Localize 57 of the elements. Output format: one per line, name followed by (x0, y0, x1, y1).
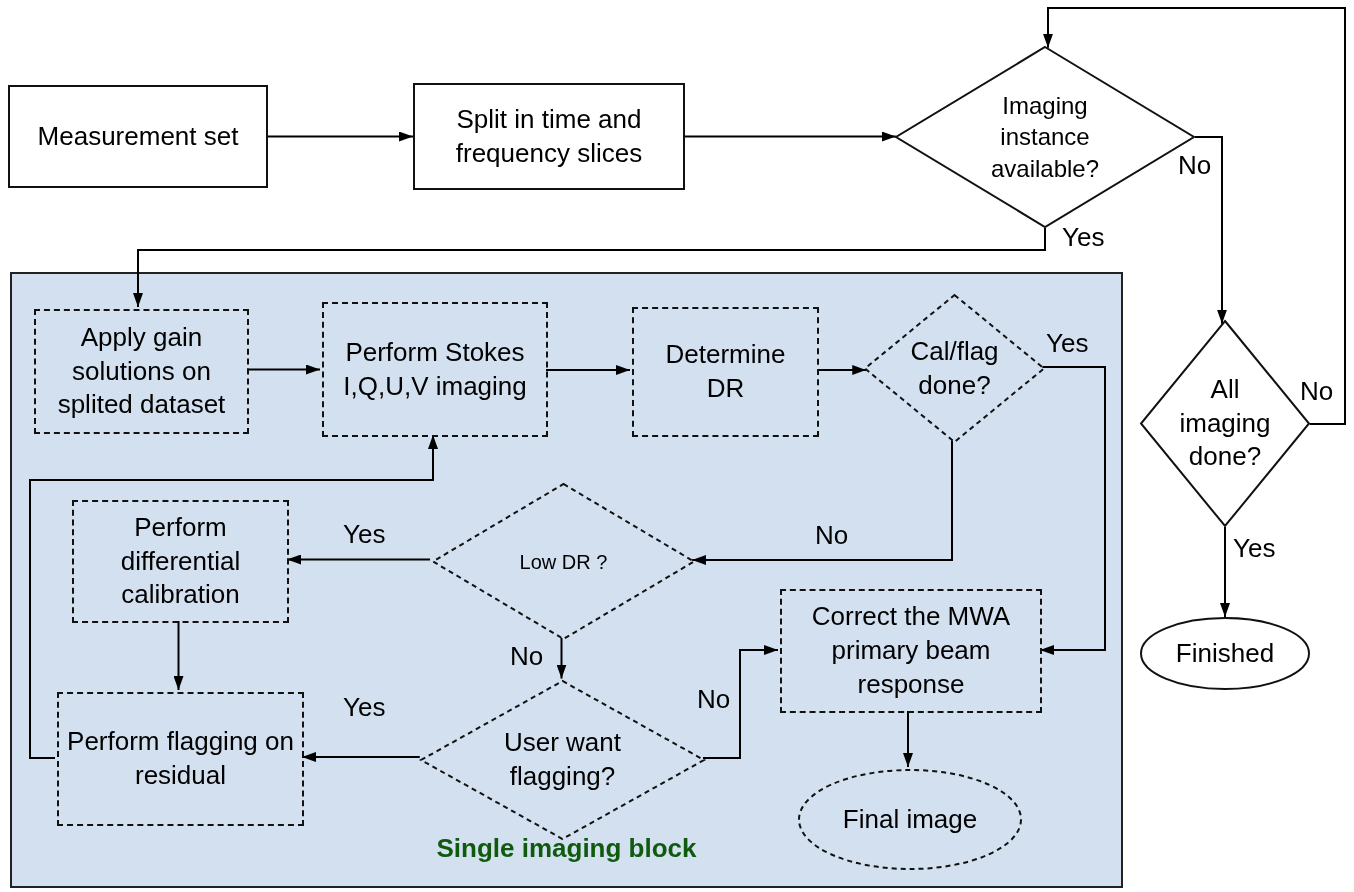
node-text: Imaging instance available? (989, 91, 1101, 184)
node-text: Final image (841, 802, 979, 836)
edge-label: Yes (1233, 535, 1276, 561)
arrow (29, 434, 438, 759)
edge-label: No (510, 643, 544, 669)
arrow (1039, 366, 1106, 655)
edge-label: No (1178, 152, 1212, 178)
edge-label: No (697, 686, 731, 712)
arrow (691, 439, 953, 565)
decision-diamond (432, 483, 695, 640)
edge-label: Yes (343, 521, 386, 547)
arrow (267, 131, 414, 142)
node-text: Apply gain solutions on splited dataset (56, 320, 227, 422)
arrow (1194, 136, 1227, 325)
arrow (1043, 7, 1346, 425)
imaging-block-panel (10, 272, 1123, 888)
node-text: Perform Stokes I,Q,U,V imaging (342, 335, 528, 403)
edge-label: No (815, 522, 849, 548)
terminal-ellipse (1140, 617, 1310, 690)
terminal-ellipse (798, 769, 1022, 870)
node-text: User want flagging? (502, 726, 622, 793)
process-box (780, 589, 1042, 713)
arrow (903, 710, 913, 768)
arrow (702, 645, 779, 759)
arrow (684, 131, 897, 142)
arrow (133, 227, 1046, 308)
process-box (34, 309, 249, 434)
node-text: Measurement set (36, 119, 240, 153)
process-box (8, 85, 268, 188)
process-box (322, 302, 548, 437)
node-text: Split in time and frequency slices (454, 102, 644, 170)
node-text: Finished (1174, 636, 1276, 670)
node-text: Perform flagging on residual (66, 725, 295, 792)
arrow (301, 752, 421, 762)
edge-label: Yes (343, 694, 386, 720)
process-box (72, 500, 289, 623)
edge-label: No (1300, 378, 1334, 404)
block-title: Single imaging block (436, 833, 697, 864)
process-box (632, 307, 819, 437)
arrow (246, 364, 321, 375)
edge-label: Yes (1062, 224, 1105, 250)
process-box (57, 692, 304, 826)
arrow (173, 620, 184, 691)
node-text: Low DR ? (518, 549, 609, 575)
arrow (1220, 526, 1230, 618)
arrow (556, 637, 567, 680)
process-box (413, 83, 685, 190)
node-text: Perform differential calibration (119, 510, 242, 612)
decision-diamond (864, 294, 1045, 443)
node-text: All imaging done? (1178, 372, 1272, 474)
arrow (286, 554, 431, 565)
node-text: Determine DR (664, 338, 787, 405)
node-text: Correct the MWA primary beam response (810, 600, 1012, 701)
node-text: Cal/flag done? (909, 334, 1000, 402)
arrow (816, 365, 868, 375)
edge-label: Yes (1046, 330, 1089, 356)
arrow (545, 365, 631, 375)
